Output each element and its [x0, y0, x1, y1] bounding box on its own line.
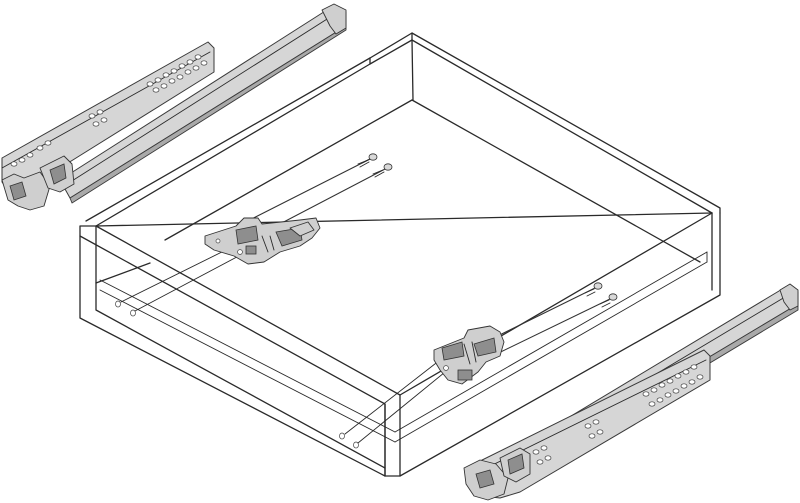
- drawer-inner-back-edge: [411, 39, 414, 101]
- drawer-runner-left: [1, 3, 347, 211]
- drawer-left-side: [85, 57, 371, 222]
- drawer-right-side: [399, 212, 721, 477]
- left-plate-holes: [10, 54, 208, 167]
- right-plate-holes: [532, 364, 704, 465]
- drawer-runner-right: [463, 283, 799, 501]
- locking-clip-right: [433, 325, 505, 385]
- drawer-bottom-panel: [95, 262, 151, 284]
- right-front-holes: [339, 432, 359, 449]
- locking-clip-left: [204, 217, 321, 265]
- drawer-back-panel: [369, 32, 721, 214]
- drawer-front-panel: [79, 225, 401, 477]
- drawer-box: [79, 32, 721, 477]
- left-front-holes: [115, 300, 136, 317]
